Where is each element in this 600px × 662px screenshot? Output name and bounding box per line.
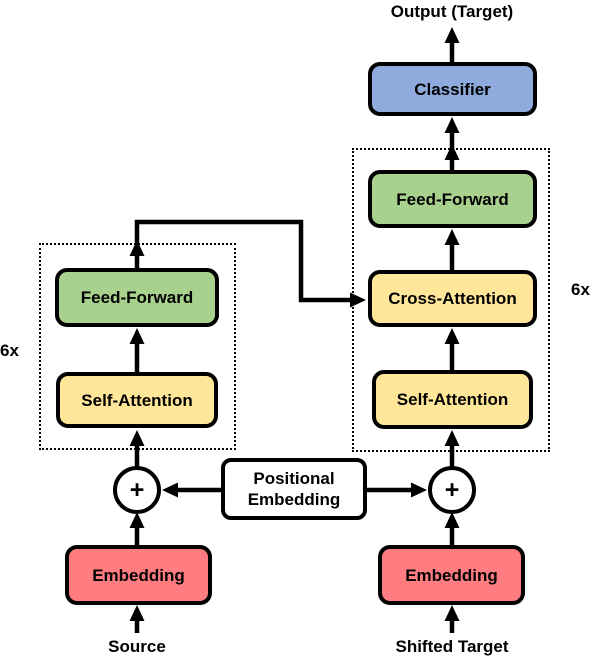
output-target-label: Output (Target) <box>390 2 514 21</box>
plus-icon: + <box>444 475 460 504</box>
positional-embedding-label-line1: Positional <box>253 469 335 488</box>
source-embedding-label: Embedding <box>92 565 185 585</box>
arrow-add-to-decoder-self <box>444 430 460 468</box>
decoder-self-attention-block: Self-Attention <box>372 370 533 429</box>
arrow-positional-to-add-left <box>162 482 222 498</box>
plus-icon: + <box>129 475 145 504</box>
arrow-positional-to-add-right <box>366 482 427 498</box>
encoder-feed-forward-block: Feed-Forward <box>55 268 219 327</box>
arrow-classifier-to-output <box>444 27 460 64</box>
source-input-label: Source <box>108 637 166 656</box>
arrow-embedding-to-add-left <box>129 512 145 547</box>
encoder-repeat-6x-label: 6x <box>0 341 19 360</box>
target-embedding-label: Embedding <box>405 565 498 585</box>
arrow-add-to-encoder-self <box>129 430 145 468</box>
positional-embedding-label-line2: Embedding <box>247 490 341 509</box>
encoder-self-attention-block: Self-Attention <box>56 372 218 428</box>
positional-embedding-block: Positional Embedding <box>221 458 367 520</box>
decoder-self-attention-label: Self-Attention <box>396 390 509 409</box>
arrow-self-to-cross <box>444 328 460 371</box>
arrow-embedding-to-add-right <box>444 512 460 547</box>
arrow-encoder-to-cross-attention <box>129 219 366 308</box>
arrow-encoder-self-to-ff <box>129 328 145 374</box>
encoder-add-node: + <box>113 466 161 514</box>
arrow-cross-to-feedforward <box>444 229 460 272</box>
arrow-target-to-embedding <box>444 605 460 633</box>
decoder-repeat-6x-label: 6x <box>571 280 590 299</box>
arrow-decoder-to-classifier <box>444 117 460 172</box>
decoder-cross-attention-label: Cross-Attention <box>388 289 517 308</box>
shifted-target-input-label: Shifted Target <box>395 637 509 656</box>
source-embedding-block: Embedding <box>65 545 212 605</box>
decoder-add-node: + <box>428 466 476 514</box>
classifier-label: Classifier <box>414 79 491 99</box>
encoder-self-attention-label: Self-Attention <box>81 390 193 410</box>
classifier-block: Classifier <box>368 62 537 116</box>
arrow-source-to-embedding <box>129 605 145 633</box>
target-embedding-block: Embedding <box>378 545 525 605</box>
encoder-feed-forward-label: Feed-Forward <box>80 288 194 307</box>
decoder-feed-forward-block: Feed-Forward <box>368 170 537 228</box>
decoder-feed-forward-label: Feed-Forward <box>396 189 509 209</box>
decoder-cross-attention-block: Cross-Attention <box>368 270 537 327</box>
